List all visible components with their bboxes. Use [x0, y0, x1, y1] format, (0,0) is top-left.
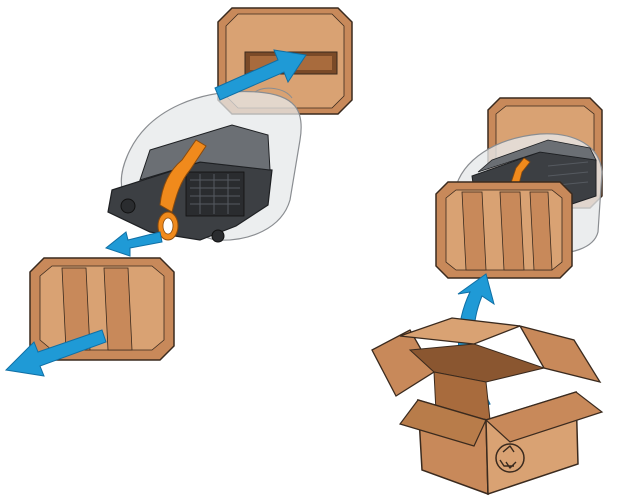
arrow-icon: [104, 231, 163, 257]
cardboard-end-cap-front: [435, 181, 573, 279]
unpacking-step: [4, 7, 353, 377]
recycle-icon: [495, 443, 525, 473]
cardboard-end-cap-bottom: [29, 257, 175, 361]
open-shipping-box: [371, 317, 604, 496]
orange-pull-tab: [157, 139, 207, 241]
toner-cartridge: [107, 124, 273, 243]
repacking-step: [371, 97, 604, 496]
arrow-icon: [214, 49, 307, 101]
arrow-icon: [4, 329, 107, 377]
